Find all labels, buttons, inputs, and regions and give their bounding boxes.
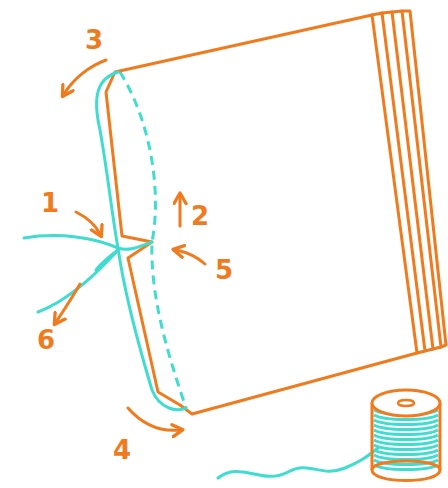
- book: [106, 11, 446, 414]
- thread: [24, 72, 186, 410]
- book-cover: [106, 15, 417, 414]
- thread-winding: [374, 420, 438, 425]
- callout-number: 4: [113, 437, 131, 463]
- callout-number: 6: [37, 327, 55, 353]
- thread-winding: [374, 425, 438, 430]
- thread-winding: [374, 440, 438, 445]
- callout-arrows: [56, 60, 205, 430]
- callout-number: 1: [41, 190, 59, 216]
- thread-spool: [218, 390, 440, 481]
- callout-number: 2: [191, 203, 209, 229]
- thread-winding: [374, 445, 438, 450]
- thread-winding: [374, 465, 438, 470]
- callout-number: 5: [215, 257, 233, 283]
- callout-number: 3: [85, 27, 103, 53]
- hidden-thread: [120, 72, 186, 408]
- thread-winding: [374, 430, 438, 435]
- page-edge: [402, 11, 446, 347]
- thread-winding: [374, 455, 438, 460]
- thread-winding: [374, 435, 438, 440]
- thread-winding: [374, 450, 438, 455]
